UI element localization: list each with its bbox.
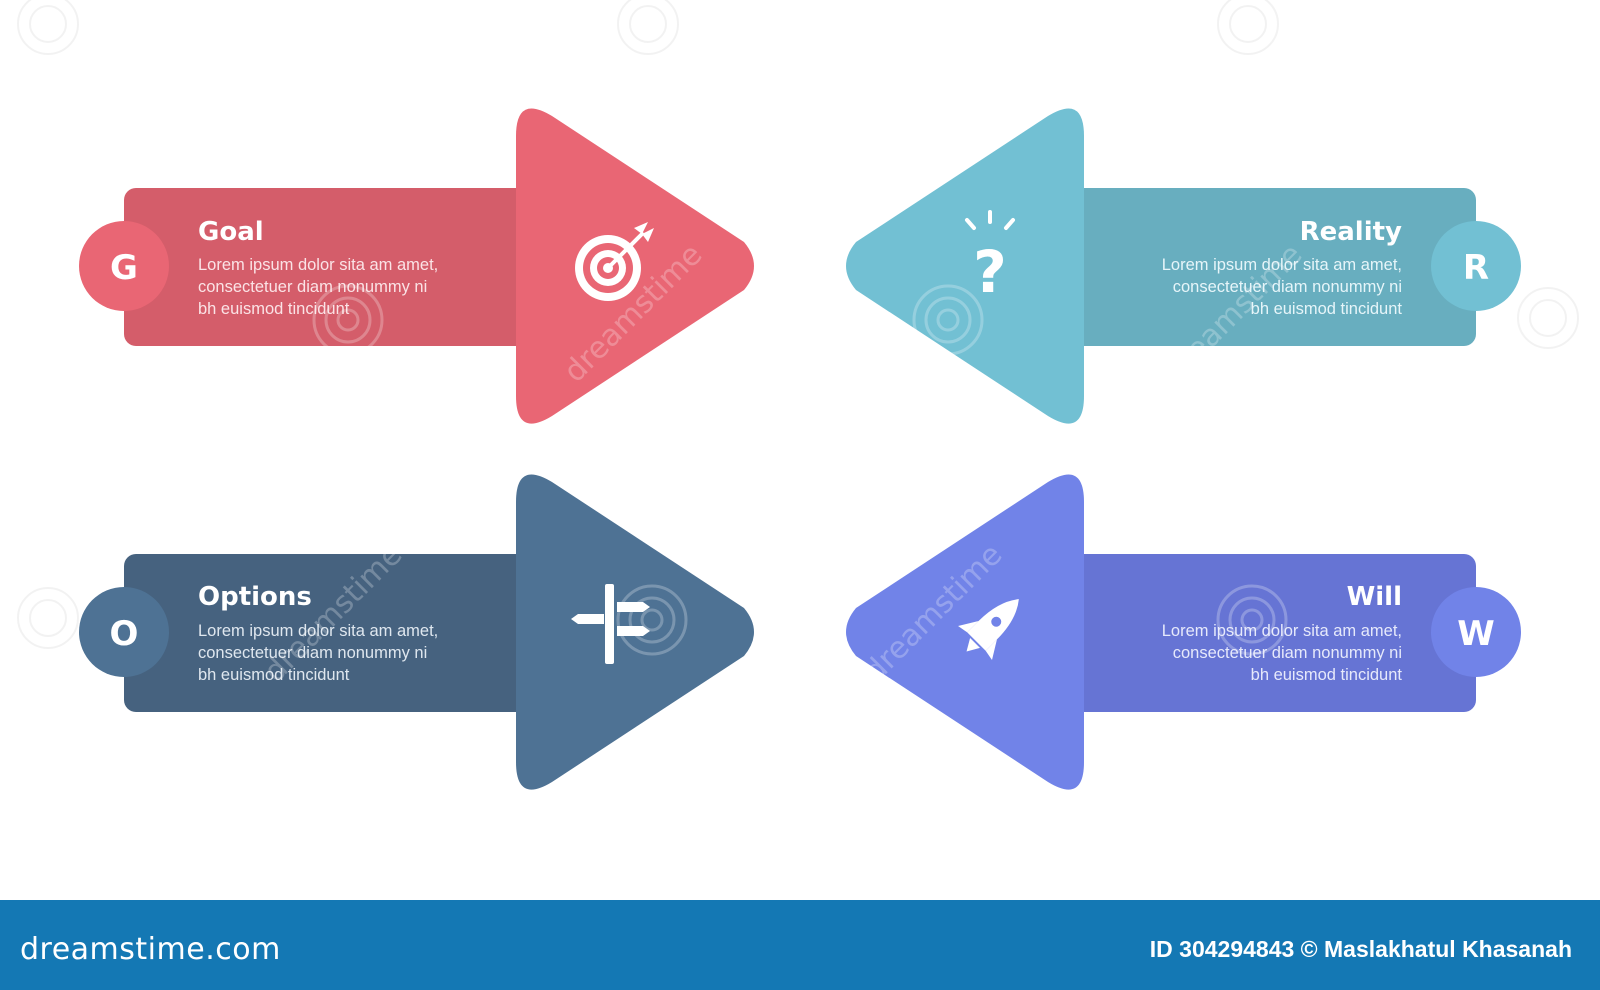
reality-title: Reality (1300, 217, 1402, 247)
goal-title: Goal (198, 217, 264, 247)
options-desc-line-3: bh euismod tincidunt (198, 666, 350, 684)
goal-block: G Goal Lorem ipsum dolor sita am amet, c… (79, 108, 754, 424)
will-desc-line-1: Lorem ipsum dolor sita am amet, (1162, 622, 1402, 640)
goal-reality-options-will-diagram: G Goal Lorem ipsum dolor sita am amet, c… (17, 0, 1579, 790)
will-title: Will (1347, 582, 1402, 612)
will-arrowhead (846, 474, 1084, 790)
signpost-icon (571, 584, 650, 664)
image-credit: ID 304294843 © Maslakhatul Khasanah (1149, 936, 1572, 962)
will-block: W Will Lorem ipsum dolor sita am amet, c… (846, 474, 1521, 790)
dreamstime-logo: dreamstime.com (20, 932, 281, 967)
options-title: Options (198, 582, 312, 612)
reality-letter: R (1463, 248, 1489, 288)
rocket-icon (958, 599, 1019, 660)
options-bar (124, 554, 534, 712)
options-desc-line-1: Lorem ipsum dolor sita am amet, (198, 622, 438, 640)
reality-desc-line-2: consectetuer diam nonummy ni (1173, 278, 1402, 296)
options-block: O Options Lorem ipsum dolor sita am amet… (79, 474, 754, 790)
watermark-swirl-icon-light (17, 0, 1579, 649)
will-desc-line-2: consectetuer diam nonummy ni (1173, 644, 1402, 662)
reality-bar (1066, 188, 1476, 346)
options-desc-line-2: consectetuer diam nonummy ni (198, 644, 427, 662)
goal-desc-line-1: Lorem ipsum dolor sita am amet, (198, 256, 438, 274)
goal-bar (124, 188, 534, 346)
question-icon: ? (965, 210, 1015, 306)
will-desc-line-3: bh euismod tincidunt (1251, 666, 1403, 684)
goal-desc-line-3: bh euismod tincidunt (198, 300, 350, 318)
options-letter-badge (79, 587, 169, 677)
watermark-footer-bar: dreamstime.com ID 304294843 © Maslakhatu… (0, 900, 1600, 990)
svg-text:?: ? (973, 238, 1007, 306)
goal-letter-badge (79, 221, 169, 311)
reality-desc-line-1: Lorem ipsum dolor sita am amet, (1162, 256, 1402, 274)
target-icon (575, 222, 654, 301)
reality-desc-line-3: bh euismod tincidunt (1251, 300, 1403, 318)
watermark-swirl-icon (312, 284, 1288, 656)
reality-arrowhead (846, 108, 1084, 424)
will-letter-badge (1431, 587, 1521, 677)
reality-letter-badge (1431, 221, 1521, 311)
goal-desc-line-2: consectetuer diam nonummy ni (198, 278, 427, 296)
goal-letter: G (110, 248, 138, 288)
reality-block: R Reality Lorem ipsum dolor sita am amet… (846, 108, 1521, 424)
will-letter: W (1457, 614, 1495, 654)
will-bar (1066, 554, 1476, 712)
options-letter: O (110, 614, 139, 654)
